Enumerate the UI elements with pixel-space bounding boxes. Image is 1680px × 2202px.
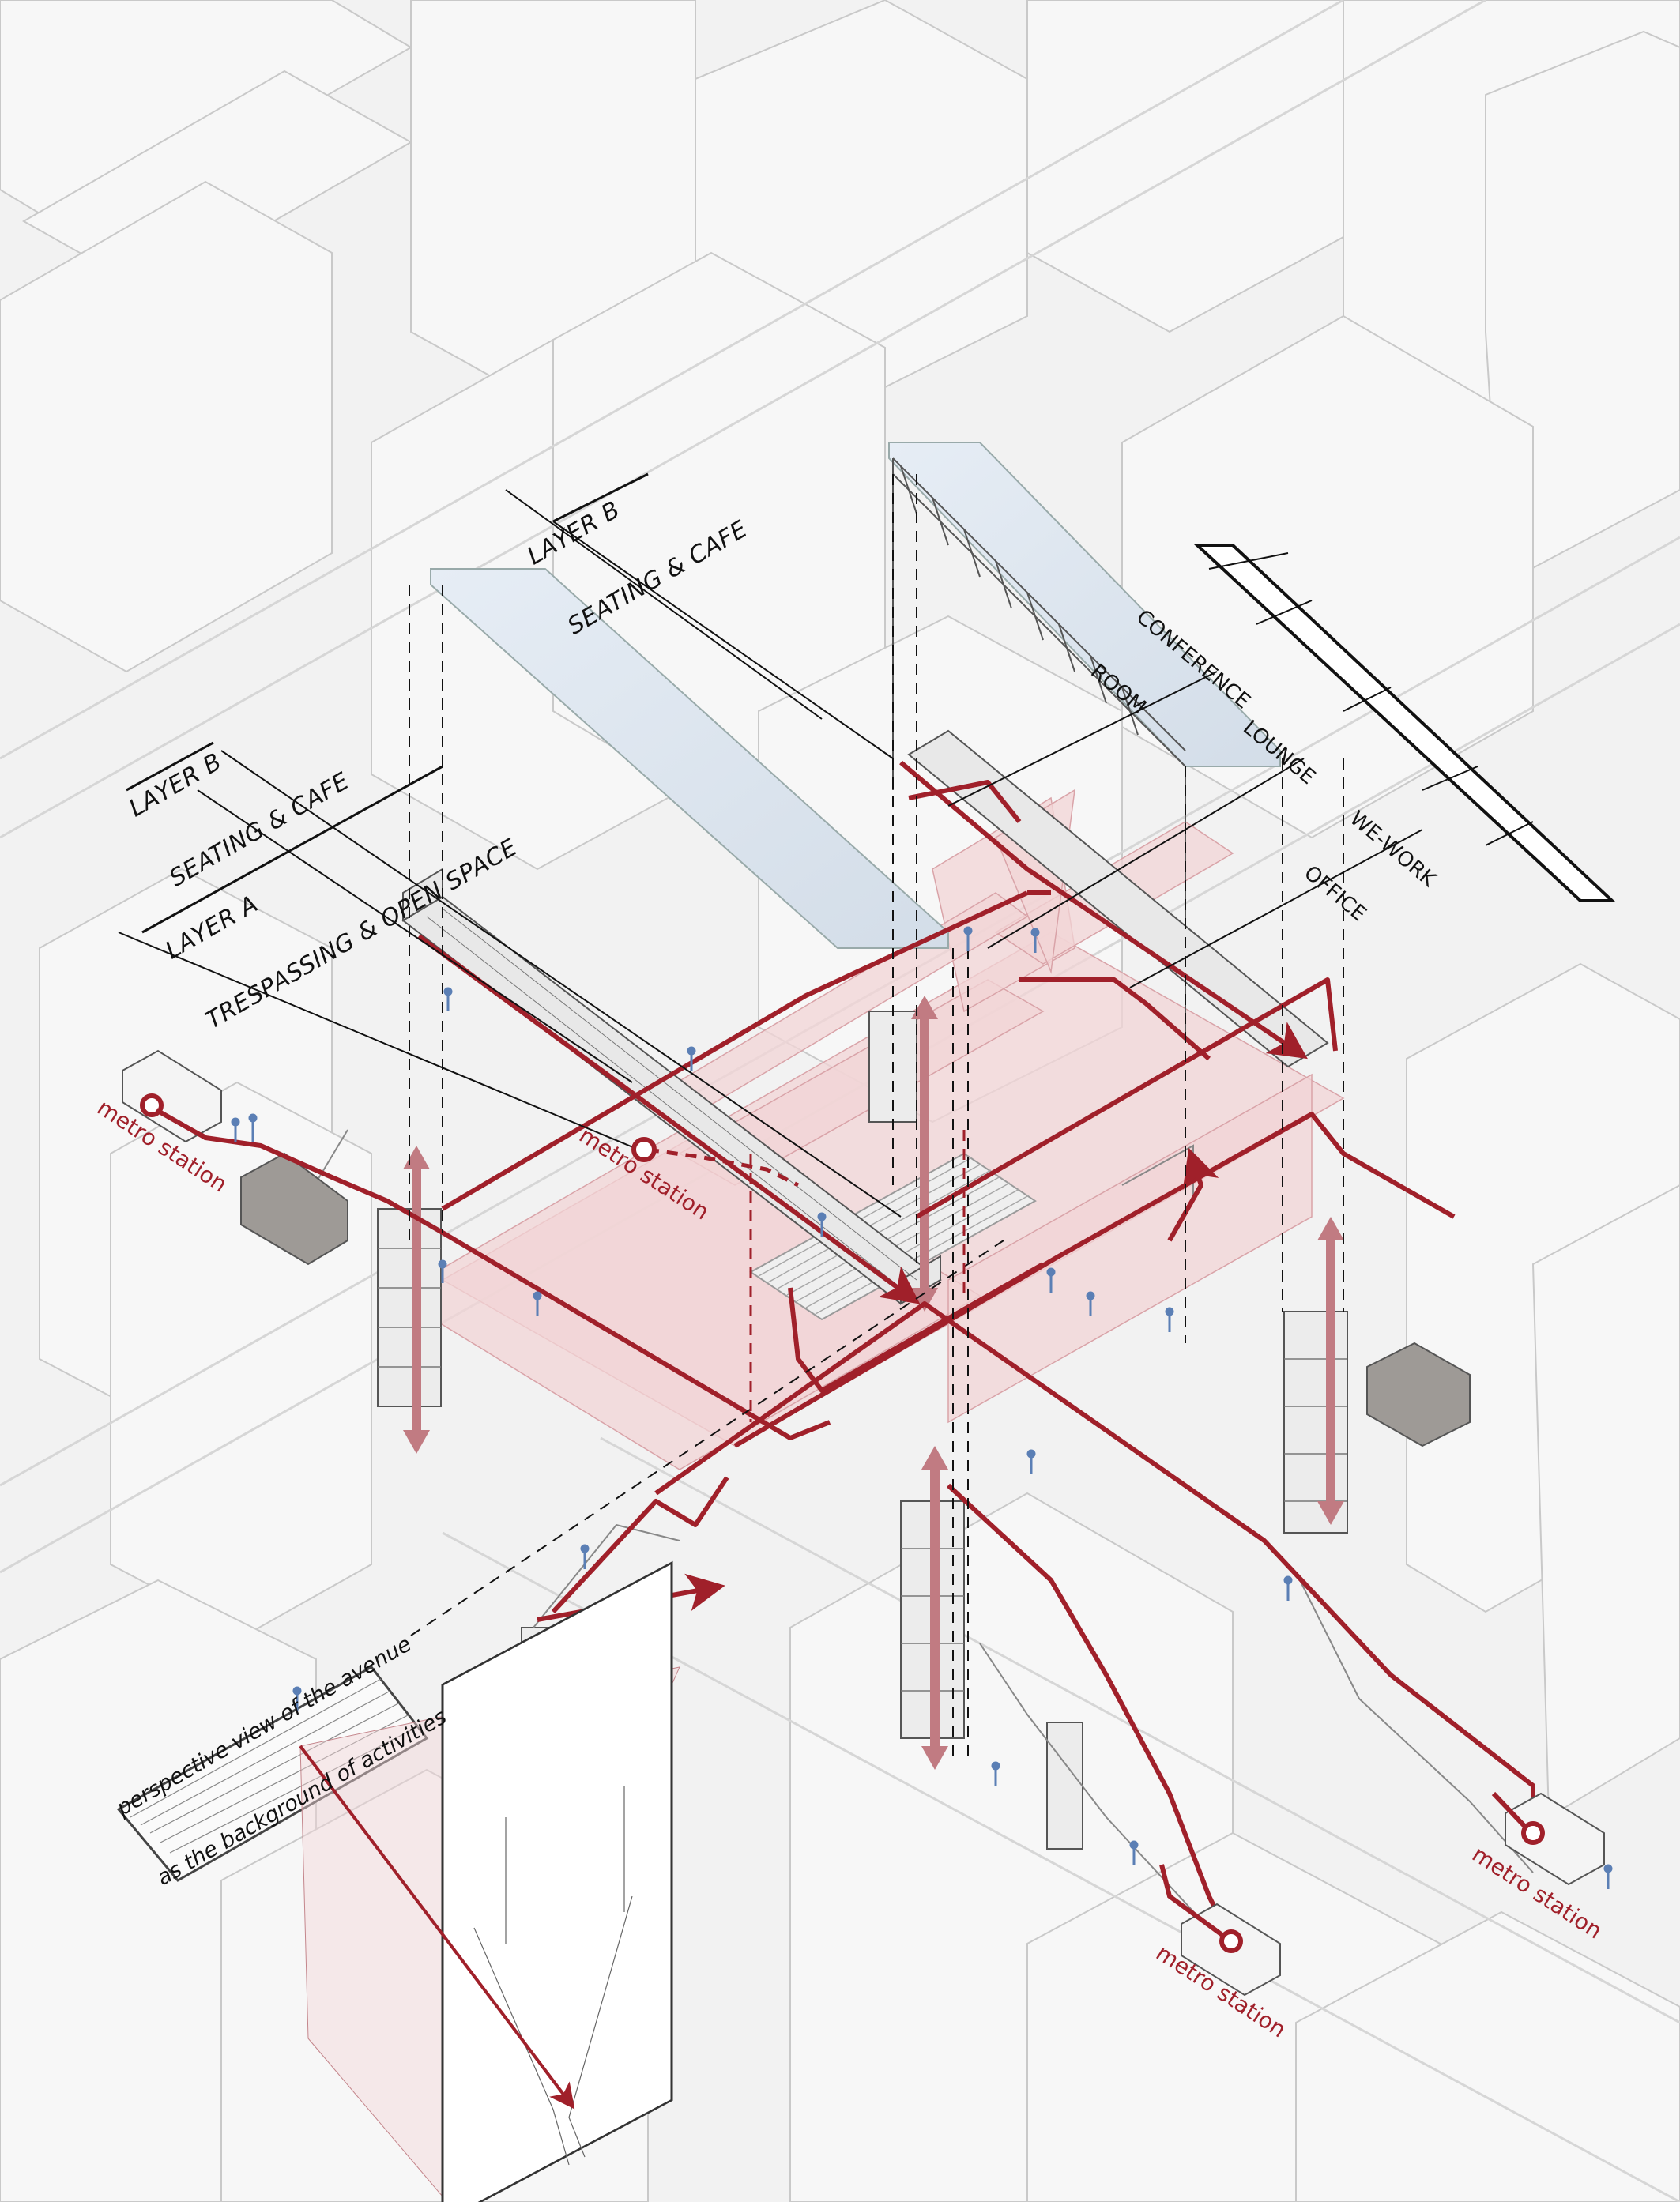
office-plan [1192, 544, 1617, 902]
metro-station-markers [140, 1093, 1545, 1953]
glass-roof [430, 442, 1281, 949]
vertical-arrows [412, 1011, 1335, 1754]
circulation-paths [155, 760, 1546, 1945]
red-dashed-projection [749, 1130, 966, 1422]
metro-entrance-blocks [240, 1152, 1471, 1447]
metro-link-dashed [647, 1147, 800, 1188]
perspective-inset [116, 1560, 680, 2202]
leader-lines [118, 472, 1423, 1218]
label-conference-line1: CONFERENCE [1132, 604, 1255, 714]
people [231, 926, 1613, 1889]
projection-lines [409, 474, 1344, 1762]
label-wework-line1: WE-WORK [1345, 806, 1441, 892]
